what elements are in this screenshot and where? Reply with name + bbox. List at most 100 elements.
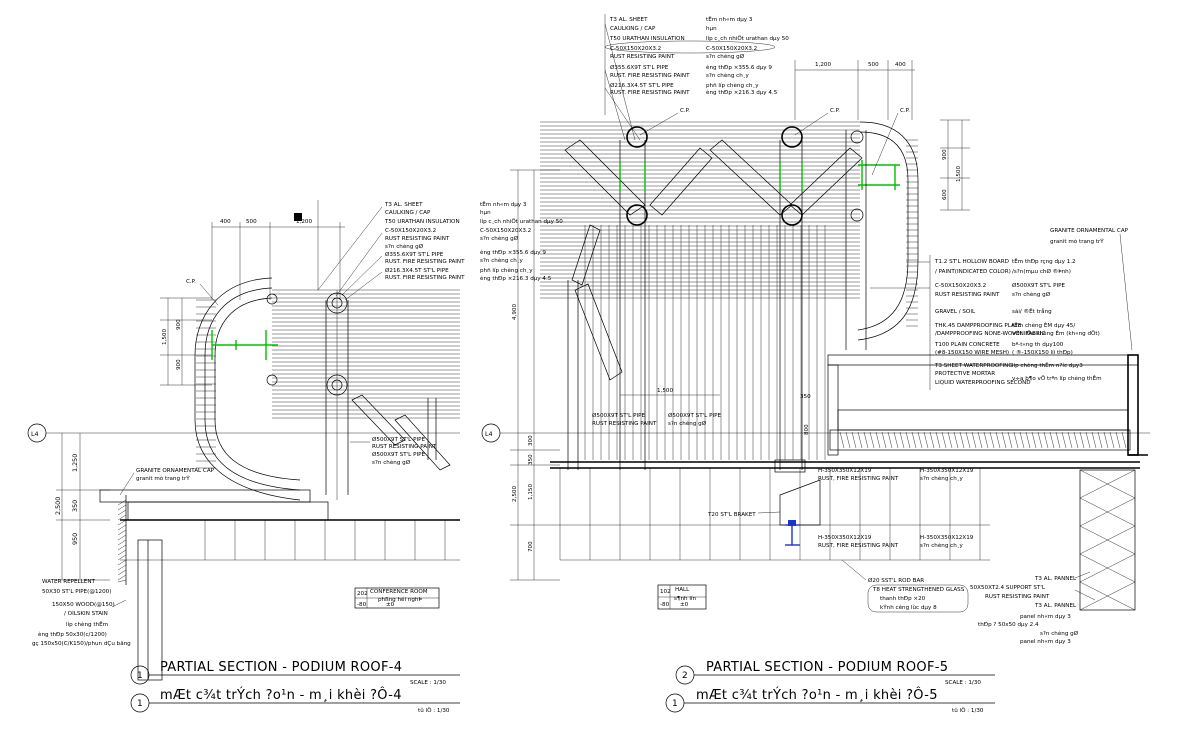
- rt-pipe-0: Ø500X9T ST'L PIPE: [592, 412, 645, 419]
- left-dim-3: 1,200: [296, 219, 312, 225]
- rt-note-5: Ø355.6X9T ST'L PIPE: [610, 64, 669, 71]
- left-grid-tag: L4: [31, 430, 39, 438]
- left-side-dimensions: 900 1,500 900: [160, 297, 212, 386]
- left-pipe-note-2: Ø500X9T ST'L PIPE: [372, 451, 425, 458]
- title-right-en: 2 PARTIAL SECTION - PODIUM ROOF-5 SCALE …: [675, 660, 995, 686]
- rs-note-10: (#8-150X150 WIRE MESH): [935, 350, 1009, 356]
- rbn-3: kÝnh cêng lùc dµy 8: [880, 604, 937, 611]
- rs-note-6: GRAVEL / SOIL: [935, 309, 976, 315]
- title-left-en: 1 PARTIAL SECTION - PODIUM ROOF-4 SCALE …: [130, 660, 460, 686]
- rt-dim-0: 1,200: [815, 62, 831, 68]
- rs-note-1: granit mò trang trÝ: [1050, 238, 1104, 245]
- left-pipe-notes: Ø500X9T ST'L PIPE RUST RESISTING PAINT Ø…: [350, 436, 437, 466]
- rt-sdim-2: 600: [942, 189, 948, 200]
- right-vertical-dims: 4,900 350 300 2,500 1,150 700 800 350 1,…: [510, 169, 811, 581]
- rt-note-7: Ø216.3X4.5T ST'L PIPE: [610, 82, 674, 89]
- rt-vn-7: phñ líp chèng ch¸y: [706, 82, 759, 89]
- rt-vd-2: 300: [528, 435, 534, 446]
- left-top-dimensions: 400 500 1,200: [211, 213, 345, 300]
- rs-vn-7: bª-t«ng th dµy100: [1012, 341, 1064, 348]
- left-room-vn: phßng héi nghÞ: [378, 596, 422, 603]
- rsn-5: thÐp ? 50x50 dµy 2.4: [978, 622, 1039, 628]
- left-vdim-c: 900: [176, 359, 182, 370]
- right-side-notes: GRANITE ORNAMENTAL CAP granit mò trang t…: [870, 228, 1133, 390]
- title-left-en-scale: SCALE : 1/30: [410, 680, 446, 686]
- right-lower-brace: [567, 224, 623, 470]
- right-side-dimensions: 900 1,500 600: [940, 119, 970, 211]
- left-vd-1: 1,250: [71, 454, 79, 472]
- left-bnote-2: 150X50 WOOD(@150): [52, 602, 115, 608]
- rbn-2: thanh thÐp ×20: [880, 596, 926, 602]
- left-note-5: s?n chèng gØ: [385, 243, 424, 250]
- right-room-val: ±0: [680, 602, 689, 608]
- rs-note-9: T100 PLAIN CONCRETE: [934, 342, 1000, 348]
- rsn-6: s?n chèng gØ: [1040, 630, 1079, 637]
- left-bnote-0: WATER REPELLENT: [42, 579, 96, 585]
- left-note-1: CAULKING / CAP: [385, 210, 431, 216]
- rt-cp-1: C.P.: [830, 108, 840, 114]
- rt-vn-2: líp c¸ch nhiÖt urathan dµy 50: [706, 35, 789, 42]
- rs-vn-8: ( ®-150X150 líi thÐp): [1012, 349, 1073, 356]
- right-top-dimensions: 1,200 500 400: [794, 60, 915, 120]
- rb-note-2: H-350X350X12X19: [920, 468, 974, 474]
- left-granite-1: granit mò trang trÝ: [136, 475, 190, 482]
- left-bnote-1: 50X30 ST'L PIPE(@1200): [42, 589, 111, 595]
- rs-note-0: GRANITE ORNAMENTAL CAP: [1050, 228, 1129, 234]
- rb-note-4: T20 ST'L BRAKET: [707, 512, 756, 518]
- left-ledge-hatch: [117, 495, 127, 585]
- rs-vn-3: s?n chèng gØ: [1012, 291, 1051, 298]
- rs-vn-5: tÊm chèng ÈM dµy 45/: [1012, 321, 1075, 329]
- right-truss: [564, 126, 867, 470]
- rs-note-4: C-50X150X20X3.2: [935, 283, 986, 289]
- rt-sdim-1: 1,500: [956, 166, 962, 182]
- rt-mid-5: èng thÐp ×355.6 dµy 9: [480, 249, 546, 256]
- left-room-level: -80: [357, 602, 367, 608]
- title-left-en-num: 1: [137, 671, 143, 681]
- left-grid-l4: L4: [27, 423, 460, 443]
- title-right-vn: 1 mÆt c¾t trÝch ?o¹n - m¸i khèi ?Ô-5 tû …: [665, 687, 995, 714]
- rbn-0: Ø20 SST'L ROD BAR: [868, 577, 924, 584]
- rt-note-8: RUST. FIRE RESISTING PAINT: [610, 90, 690, 96]
- rt-vn-6: s?n chèng ch¸y: [706, 72, 750, 79]
- left-vd-3: 350: [71, 500, 79, 512]
- rt-vn-0: tÊm nh«m dµy 3: [706, 15, 753, 23]
- left-note-3: C-50X150X20X3.2: [385, 228, 436, 234]
- left-note-0: T3 AL. SHEET: [384, 202, 423, 208]
- left-granite-notes: GRANITE ORNAMENTAL CAP granit mò trang t…: [119, 468, 215, 496]
- rsn-4: panel nh«m dµy 3: [1020, 614, 1071, 620]
- right-top-notes: T3 AL. SHEET CAULKING / CAP T50 URATHAN …: [604, 14, 789, 141]
- left-bnote-6: gç 150x50(C/K150)/phun dÇu bãng: [32, 641, 131, 647]
- right-room-level: -80: [660, 602, 670, 608]
- rs-vn-10: v÷a b¶o vÖ trªn líp chèng thÊm: [1012, 374, 1102, 382]
- rsn-3: T3 AL. PANNEL: [1034, 603, 1077, 609]
- rs-note-2: T1.2 ST'L HOLLOW BOARD: [934, 259, 1009, 265]
- rt-mid-4: s?n chèng gØ: [480, 235, 519, 242]
- title-blocks: 1 PARTIAL SECTION - PODIUM ROOF-4 SCALE …: [130, 660, 995, 714]
- left-pipe-note-3: s?n chèng gØ: [372, 459, 411, 466]
- rt-note-1: CAULKING / CAP: [610, 26, 656, 32]
- rt-note-0: T3 AL. SHEET: [609, 17, 648, 23]
- title-right-vn-num: 1: [672, 699, 678, 709]
- left-vdim-a: 900: [176, 319, 182, 330]
- left-curved-shell: [194, 277, 301, 501]
- left-vdim-b: 1,500: [162, 329, 168, 345]
- rb-note-5: H-350X350X12X19: [818, 535, 872, 541]
- title-left-vn-scale: tû lÖ : 1/30: [418, 707, 450, 714]
- rsn-2: RUST RESISTING PAINT: [985, 594, 1050, 600]
- rb-note-0: H-350X350X12X19: [818, 468, 872, 474]
- right-pipe-notes: Ø500X9T ST'L PIPE RUST RESISTING PAINT Ø…: [592, 412, 721, 427]
- right-room-no: 102: [660, 589, 671, 595]
- right-room-vn: s¶nh lín: [674, 595, 696, 602]
- title-left-en-text: PARTIAL SECTION - PODIUM ROOF-4: [160, 660, 402, 675]
- title-right-en-scale: SCALE : 1/30: [945, 680, 981, 686]
- right-grid-l4: L4: [481, 423, 1150, 443]
- rt-mid-3: C-50X150X20X3.2: [480, 228, 531, 234]
- left-vd-4: 950: [71, 533, 79, 545]
- rt-mid-1: hµn: [480, 210, 491, 216]
- rt-vd-7: 350: [800, 394, 811, 400]
- rt-mid-2: líp c¸ch nhiÖt urathan dµy 50: [480, 218, 563, 225]
- left-vertical-dims: 1,250 2,500 350 950: [54, 433, 110, 581]
- title-left-vn-text: mÆt c¾t trÝch ?o¹n - m¸i khèi ?Ô-4: [160, 687, 402, 703]
- rt-pipe-1: RUST RESISTING PAINT: [592, 421, 657, 427]
